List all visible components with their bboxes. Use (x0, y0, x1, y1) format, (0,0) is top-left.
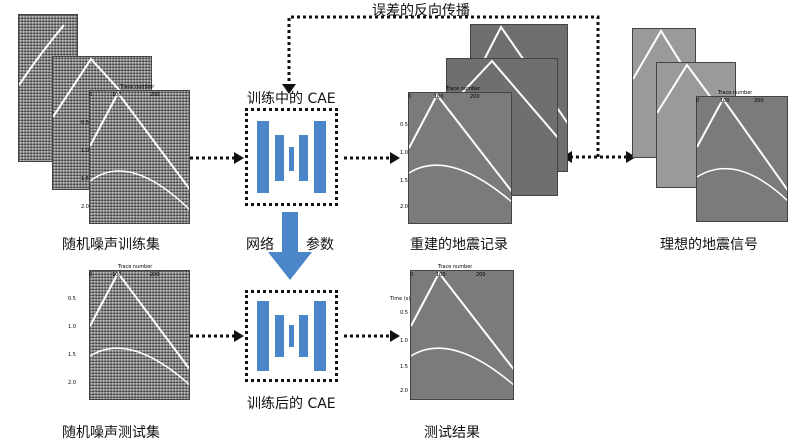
train-panel-front (89, 90, 190, 224)
result-axis-y-label: Time (s) (390, 296, 411, 302)
test-tick-y1: 1.0 (68, 324, 76, 330)
train-tick-y0: 0.5 (81, 120, 89, 126)
recon-tick-x1: 100 (434, 94, 444, 100)
train-tick-y3: 2.0 (81, 204, 89, 210)
train-tick-x0: 0 (89, 92, 93, 98)
test-tick-y2: 1.5 (68, 352, 76, 358)
result-tick-x1: 100 (436, 272, 446, 278)
train-tick-x2: 200 (150, 92, 160, 98)
cae-encoder-layer-1 (257, 121, 269, 193)
result-panel (410, 270, 514, 400)
cae-bottleneck (289, 147, 294, 171)
cae-encoder-layer-2 (275, 135, 284, 181)
recon-tick-x0: 0 (408, 94, 412, 100)
recon-tick-y0: 0.5 (400, 122, 408, 128)
cae-decoder-layer-1 (299, 135, 308, 181)
recon-axis-x-label: Trace number (446, 86, 481, 92)
recon-tick-x2: 200 (470, 94, 480, 100)
ideal-label: 理想的地震信号 (660, 237, 758, 253)
cae-encoder-layer-2 (275, 315, 284, 357)
test-axis-x-label: Trace number (118, 264, 153, 270)
test-tick-y0: 0.5 (68, 296, 76, 302)
trained-cae-label: 训练后的 CAE (247, 396, 336, 412)
result-tick-y1: 1.0 (400, 338, 408, 344)
recon-tick-y3: 2.0 (400, 204, 408, 210)
result-tick-y2: 1.5 (400, 364, 408, 370)
test-panel (89, 270, 190, 400)
cae-encoder-layer-1 (257, 301, 269, 371)
test-tick-x0: 0 (89, 272, 93, 278)
result-axis-x-label: Trace number (438, 264, 473, 270)
train-tick-y1: 1.0 (81, 148, 89, 154)
ideal-tick-x1: 100 (720, 98, 730, 104)
test-result-label: 测试结果 (424, 425, 480, 441)
train-tick-y2: 1.5 (81, 176, 89, 182)
test-tick-x2: 200 (150, 272, 160, 278)
training-cae-box (245, 108, 338, 206)
cae-bottleneck (289, 325, 294, 347)
trained-cae-box (245, 290, 338, 382)
recon-tick-y1: 1.0 (400, 150, 408, 156)
feedback-label: 误差的反向传播 (372, 3, 470, 19)
ideal-tick-x0: 0 (696, 98, 700, 104)
feedback-path (287, 15, 600, 157)
cae-decoder-layer-2 (314, 121, 326, 193)
result-tick-x2: 200 (476, 272, 486, 278)
training-cae-label: 训练中的 CAE (247, 91, 336, 107)
result-tick-y0: 0.5 (400, 310, 408, 316)
reconstructed-label: 重建的地震记录 (410, 237, 508, 253)
ideal-tick-x2: 200 (754, 98, 764, 104)
cae-decoder-layer-1 (299, 315, 308, 357)
network-label: 网络 (246, 237, 274, 253)
param-transfer-arrow-shaft (282, 212, 298, 252)
ideal-axis-x-label: Trace number (718, 90, 753, 96)
ideal-panel-front (696, 96, 788, 222)
params-label: 参数 (306, 237, 334, 253)
result-tick-x0: 0 (410, 272, 414, 278)
test-tick-y3: 2.0 (68, 380, 76, 386)
train-axis-x-label: Trace number (120, 84, 155, 90)
result-tick-y3: 2.0 (400, 388, 408, 394)
test-tick-x1: 100 (112, 272, 122, 278)
noisy-test-label: 随机噪声测试集 (62, 425, 160, 441)
feedback-arrowhead (282, 84, 296, 94)
recon-panel-front (408, 92, 512, 224)
recon-tick-y2: 1.5 (400, 178, 408, 184)
noisy-train-label: 随机噪声训练集 (62, 237, 160, 253)
param-transfer-arrow-head (268, 252, 312, 280)
cae-decoder-layer-2 (314, 301, 326, 371)
train-tick-x1: 100 (112, 92, 122, 98)
